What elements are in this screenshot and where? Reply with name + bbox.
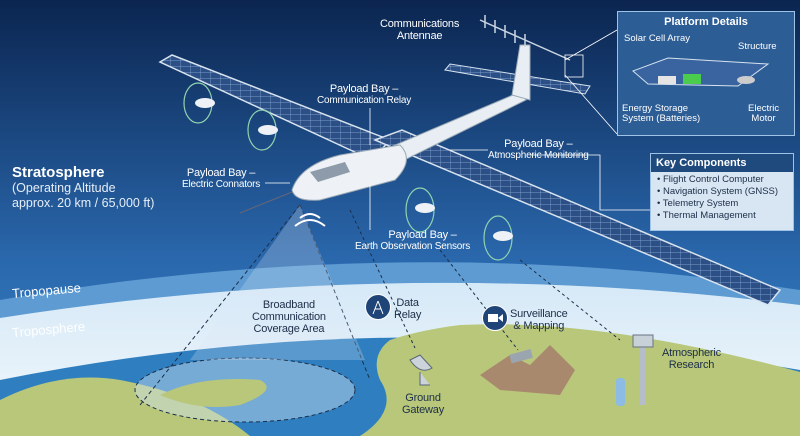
vertical-tail [511, 44, 531, 101]
stratosphere-label: Stratosphere (Operating Altitude approx.… [12, 164, 154, 211]
altitude-line2: approx. 20 km / 65,000 ft) [12, 196, 155, 210]
altitude-line1: (Operating Altitude [12, 181, 116, 195]
callout-earth-obs: Payload Bay –Earth Observation Sensors [355, 229, 471, 253]
satellite-dish [409, 354, 433, 386]
callout-atmos-monitor: Payload Bay –Atmospheric Monitoring [488, 138, 589, 162]
land-left [0, 377, 250, 436]
research-tower [640, 345, 646, 405]
callout-connectors: Payload Bay –Electric Connators [182, 167, 261, 191]
antenna-tower-icon [365, 294, 391, 320]
solar-cell-label: Solar Cell Array [624, 33, 690, 44]
platform-details-title: Platform Details [664, 16, 748, 28]
fuselage [291, 144, 407, 201]
aircraft [158, 15, 782, 306]
component-item: • Thermal Management [657, 210, 756, 221]
structure-label: Structure [738, 41, 777, 52]
camera [509, 349, 533, 364]
surveillance-label: Surveillance& Mapping [510, 308, 568, 332]
right-wing [372, 129, 782, 306]
mountains [480, 345, 575, 395]
component-item: • Flight Control Computer [657, 174, 764, 185]
stratosphere-title: Stratosphere [12, 164, 105, 181]
callout-comm-relay: Payload Bay –Communication Relay [317, 83, 412, 107]
antenna [479, 15, 571, 61]
land [360, 324, 800, 436]
island [160, 379, 267, 408]
key-components-title: Key Components [651, 154, 793, 172]
wing-section-illustration [632, 57, 770, 87]
component-item: • Navigation System (GNSS) [657, 186, 779, 197]
platform-details-panel: Platform Details Solar Cell Array Struct… [617, 11, 795, 136]
component-item: • Telemetry System [657, 198, 739, 209]
key-components-panel: Key Components • Flight Control Computer… [650, 153, 794, 231]
video-camera-icon [482, 305, 508, 331]
